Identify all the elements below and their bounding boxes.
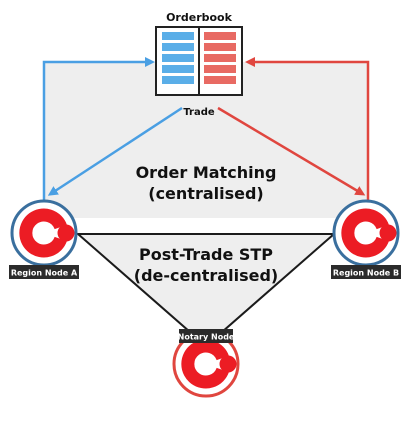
- trade-to-region-b-arrow: [217, 106, 366, 196]
- sell-orders: [204, 32, 236, 84]
- region-node-a-label: Region Node A: [11, 269, 78, 278]
- post-trade-title: Post-Trade STP: [139, 245, 273, 264]
- orderbook: [155, 26, 243, 96]
- notary-node-label: Notary Node: [178, 333, 235, 342]
- trade-to-region-a-arrow: [47, 106, 183, 196]
- region-node-b-label: Region Node B: [333, 269, 399, 278]
- trade-label: Trade: [183, 107, 215, 118]
- notary-node-tag: [179, 329, 233, 343]
- order-matching-subtitle: (centralised): [148, 184, 263, 203]
- region-a-to-orderbook-arrow: [42, 57, 155, 205]
- post-trade-region: [75, 233, 337, 348]
- region-node-b: [332, 199, 400, 267]
- order-matching-title: Order Matching: [136, 163, 277, 182]
- corda-logo-icon: [181, 339, 237, 389]
- notary-node: [172, 330, 240, 398]
- region-node-a-tag: [9, 265, 79, 279]
- corda-logo-icon: [341, 208, 397, 258]
- orderbook-title: Orderbook: [166, 11, 233, 24]
- buy-orders: [162, 32, 194, 84]
- corda-logo-icon: [19, 208, 75, 258]
- region-b-to-orderbook-arrow: [245, 57, 370, 205]
- region-node-a: [10, 199, 78, 267]
- post-trade-subtitle: (de-centralised): [134, 266, 278, 285]
- region-node-b-tag: [331, 265, 401, 279]
